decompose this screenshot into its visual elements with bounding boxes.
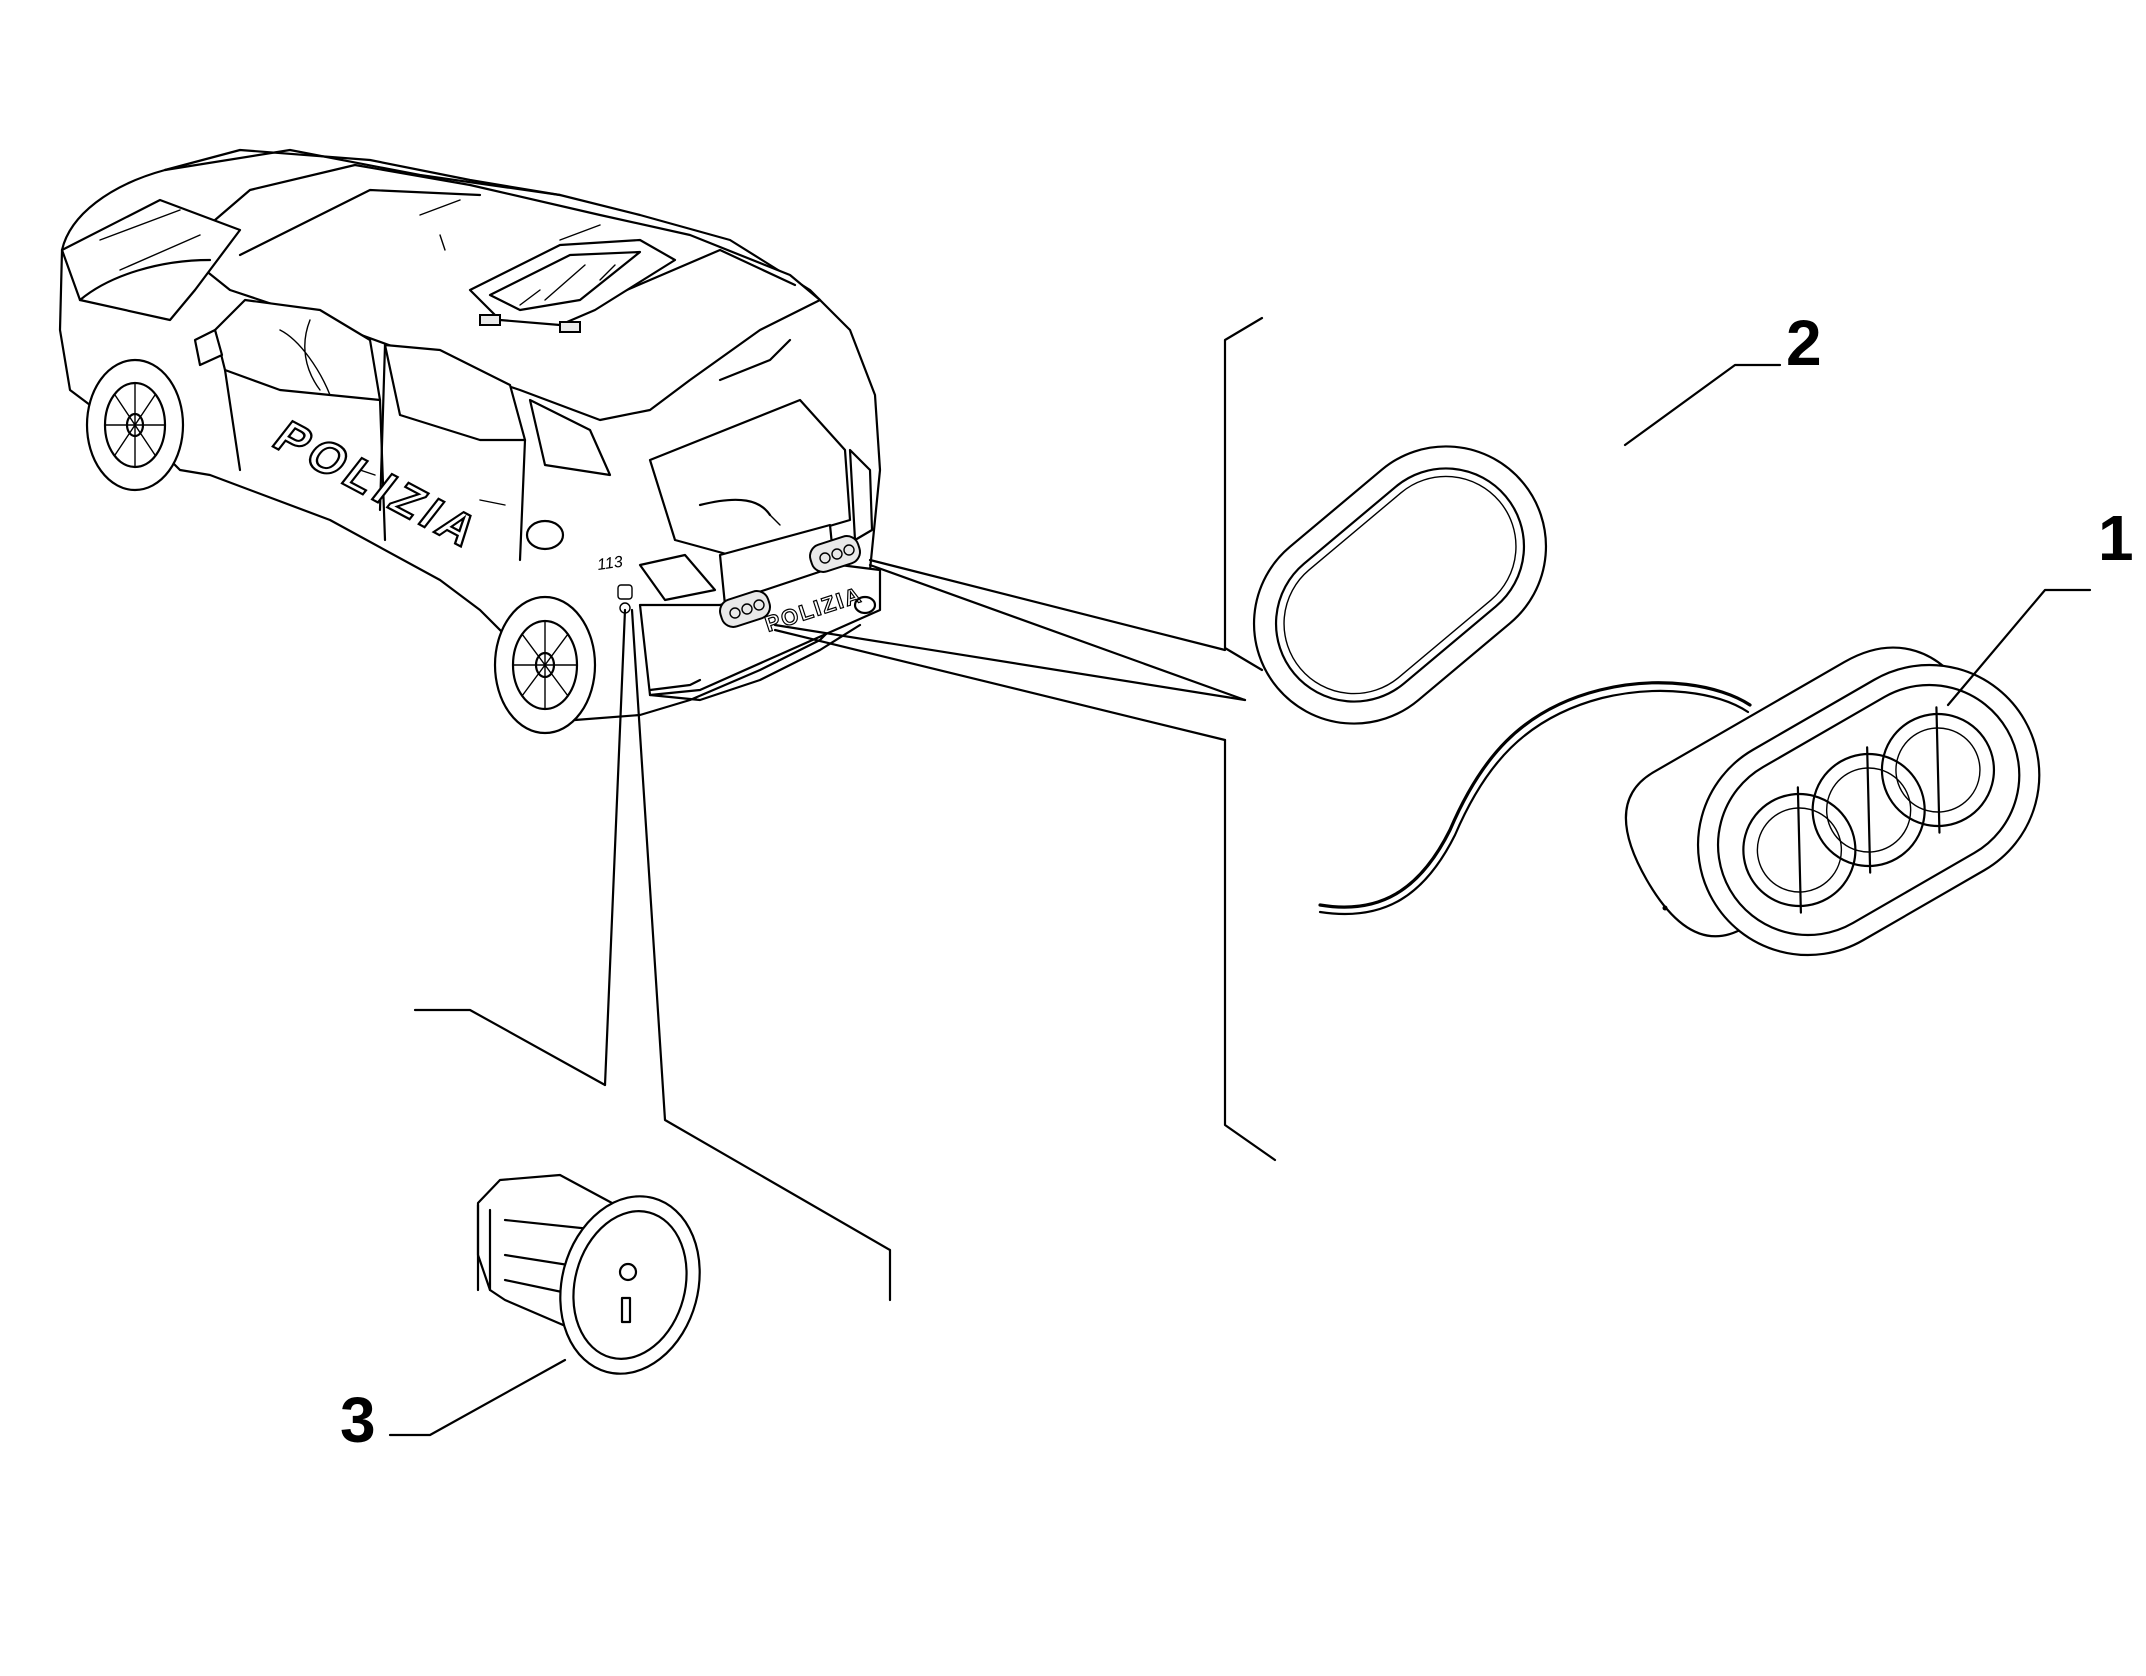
police-suv-illustration: POLIZIA 113 POLIZIA xyxy=(58,148,882,735)
lamp-cable xyxy=(1318,681,1752,909)
quarter-window xyxy=(528,398,612,477)
bumper-lamp-right-mini xyxy=(809,535,861,573)
front-side-window xyxy=(213,298,382,402)
tail-lamp xyxy=(638,553,717,602)
part-3-push-switch xyxy=(476,1173,701,1375)
model-badge: 113 xyxy=(596,554,624,574)
callout-3: 3 xyxy=(340,1358,567,1456)
callout-1: 1 xyxy=(1946,502,2134,707)
part-2-oval-gasket xyxy=(1252,445,1548,725)
callout-label-2: 2 xyxy=(1786,307,1822,379)
part-1-triple-lamp-unit xyxy=(1318,646,2041,957)
bumper-lamp-left-mini xyxy=(719,590,771,628)
rear-window xyxy=(648,398,852,557)
callout-label-1: 1 xyxy=(2098,502,2134,574)
callout-2: 2 xyxy=(1623,307,1822,447)
leader-lines xyxy=(413,316,1277,1302)
callout-label-3: 3 xyxy=(340,1384,376,1456)
